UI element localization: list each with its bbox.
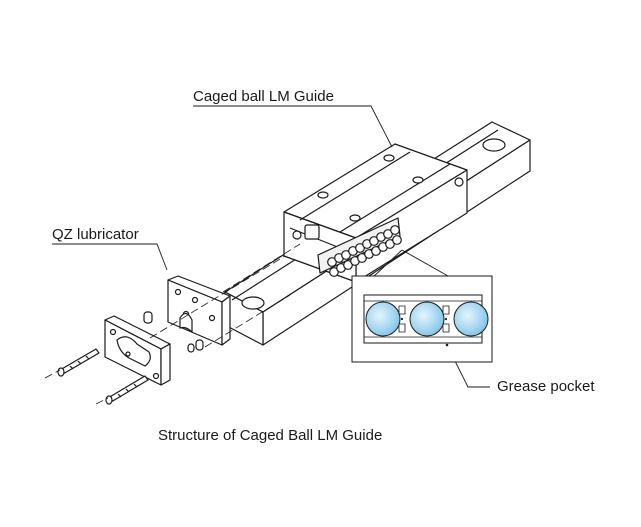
grease-pocket-inset <box>351 275 493 363</box>
spacer-parts <box>143 311 204 353</box>
label-qz-lubricator: QZ lubricator <box>52 226 139 243</box>
assembly-lines <box>44 243 301 405</box>
label-caged-ball-lm-guide: Caged ball LM Guide <box>193 88 334 105</box>
qz-lubricator-plate <box>167 275 231 346</box>
steel-ball <box>365 301 401 337</box>
ball-chain <box>317 217 402 277</box>
label-grease-pocket: Grease pocket <box>497 378 595 395</box>
figure-caption: Structure of Caged Ball LM Guide <box>158 427 383 444</box>
mounting-screw-lower <box>105 375 149 405</box>
steel-ball <box>409 301 445 337</box>
grease-dots <box>400 317 449 347</box>
ball-retainer <box>398 305 450 333</box>
lm-block <box>283 143 468 283</box>
mounting-screw-upper <box>57 348 100 377</box>
end-seal-plate <box>104 315 171 386</box>
steel-ball <box>453 301 489 337</box>
